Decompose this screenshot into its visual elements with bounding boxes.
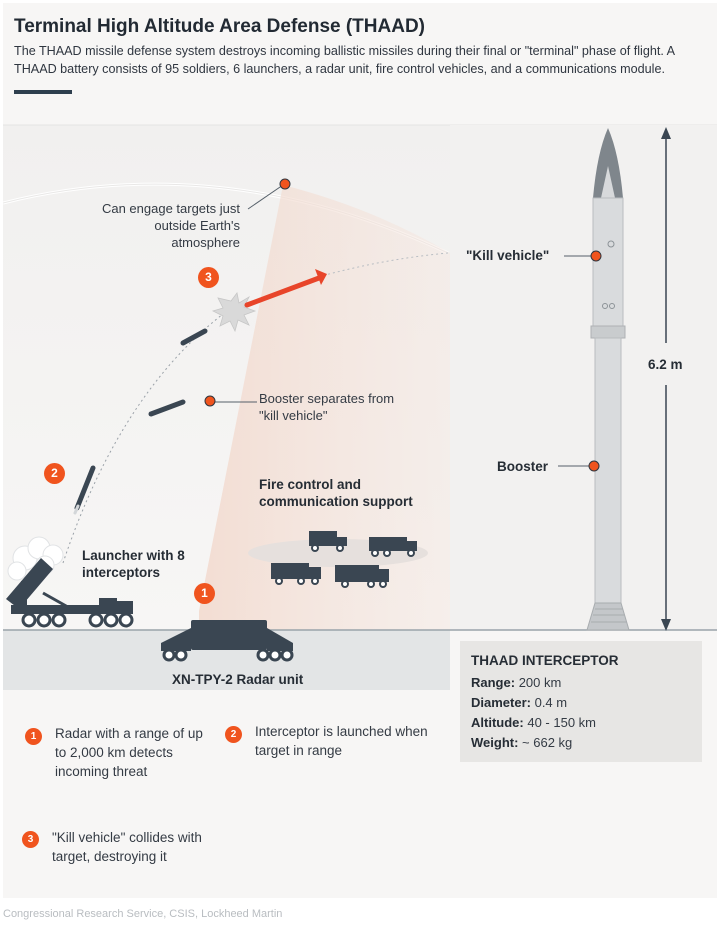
spec-row-weight: Weight: ~ 662 kg [471, 735, 573, 750]
interceptor-column [450, 125, 717, 630]
launcher-label: Launcher with 8 interceptors [82, 548, 185, 580]
legend-badge-3: 3 [22, 831, 39, 848]
booster-separates-label: Booster separates from "kill vehicle" [259, 391, 395, 423]
title-underline [14, 90, 72, 94]
page-title: Terminal High Altitude Area Defense (THA… [14, 16, 426, 37]
step-badge-2: 2 [44, 463, 65, 484]
booster-label: Booster [497, 459, 549, 474]
interceptor-trajectory [62, 302, 239, 564]
interceptor-spec-box: THAAD INTERCEPTOR Range: 200 km Diameter… [460, 641, 702, 762]
legend-badge-2: 2 [225, 726, 242, 743]
launched-interceptor [74, 465, 96, 511]
spec-row-altitude: Altitude: 40 - 150 km [471, 715, 596, 730]
threat-trajectory [317, 252, 449, 278]
fire-control-label: Fire control and communication support [259, 477, 413, 509]
spec-title: THAAD INTERCEPTOR [471, 653, 619, 668]
atmosphere-label: Can engage targets just outside Earth's … [101, 201, 240, 250]
launcher-truck [6, 558, 134, 628]
height-dimension [661, 127, 671, 631]
interceptor-missile [586, 128, 630, 631]
booster-marker [588, 460, 600, 472]
legend-step-3: "Kill vehicle" collides with target, des… [52, 830, 202, 864]
legend-step-2: Interceptor is launched when target in r… [255, 724, 428, 758]
source-credit: Congressional Research Service, CSIS, Lo… [3, 908, 283, 920]
spec-row-diameter: Diameter: 0.4 m [471, 695, 568, 710]
step-badge-3: 3 [198, 267, 219, 288]
kill-vehicle-marker [590, 250, 602, 262]
intro-text: The THAAD missile defense system destroy… [14, 44, 675, 76]
radar-label: XN-TPY-2 Radar unit [172, 672, 304, 687]
spec-row-range: Range: 200 km [471, 675, 562, 690]
incoming-missile [244, 275, 322, 308]
atmosphere-marker [279, 178, 291, 190]
separation-marker [204, 395, 216, 407]
thaad-diagram [3, 124, 717, 898]
legend-badge-1: 1 [25, 728, 42, 745]
impact-explosion [211, 292, 257, 333]
radar-unit [161, 620, 294, 662]
legend-step-1: Radar with a range of up to 2,000 km det… [55, 726, 203, 779]
booster-fragment [148, 399, 186, 417]
fire-control-vehicles [271, 531, 417, 588]
height-label: 6.2 m [648, 357, 683, 372]
kill-vehicle-fragment [180, 328, 208, 346]
kill-vehicle-label: "Kill vehicle" [466, 248, 550, 263]
step-badge-1: 1 [194, 583, 215, 604]
radar-beam [199, 185, 450, 630]
